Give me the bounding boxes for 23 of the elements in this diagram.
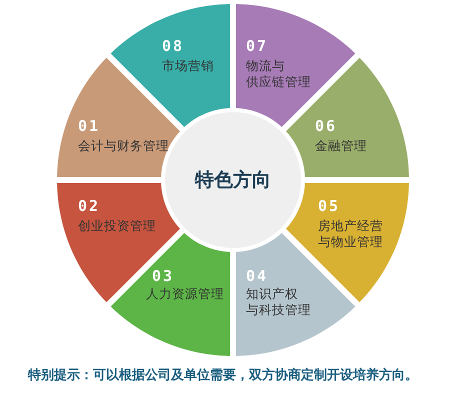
pie-sector xyxy=(110,4,231,128)
sector-label: 会计与财务管理 xyxy=(78,138,169,154)
pie-sector xyxy=(110,232,231,356)
sector-label: 人力资源管理 xyxy=(146,286,224,302)
sector-number: 05 xyxy=(318,198,340,214)
sector-label: 房地产经营与物业管理 xyxy=(318,218,383,250)
sector-number: 02 xyxy=(78,198,100,214)
sector-label: 物流与供应链管理 xyxy=(246,58,311,90)
sector-number: 03 xyxy=(152,268,174,284)
pie-sector xyxy=(285,57,409,178)
note-text: 特别提示：可以根据公司及单位需要，双方协商定制开设培养方向。 xyxy=(28,366,418,384)
pie-sector xyxy=(285,182,409,303)
sector-number: 04 xyxy=(246,268,268,284)
sector-number: 08 xyxy=(162,38,184,54)
sector-label: 市场营销 xyxy=(162,58,214,74)
sector-number: 07 xyxy=(246,38,268,54)
sector-label: 创业投资管理 xyxy=(78,218,156,234)
sector-number: 06 xyxy=(315,118,338,134)
sector-number: 01 xyxy=(78,118,100,134)
sector-label: 金融管理 xyxy=(315,138,367,154)
pie-sector xyxy=(235,232,356,356)
sector-label: 知识产权与科技管理 xyxy=(246,286,311,318)
center-title: 特色方向 xyxy=(195,168,271,193)
